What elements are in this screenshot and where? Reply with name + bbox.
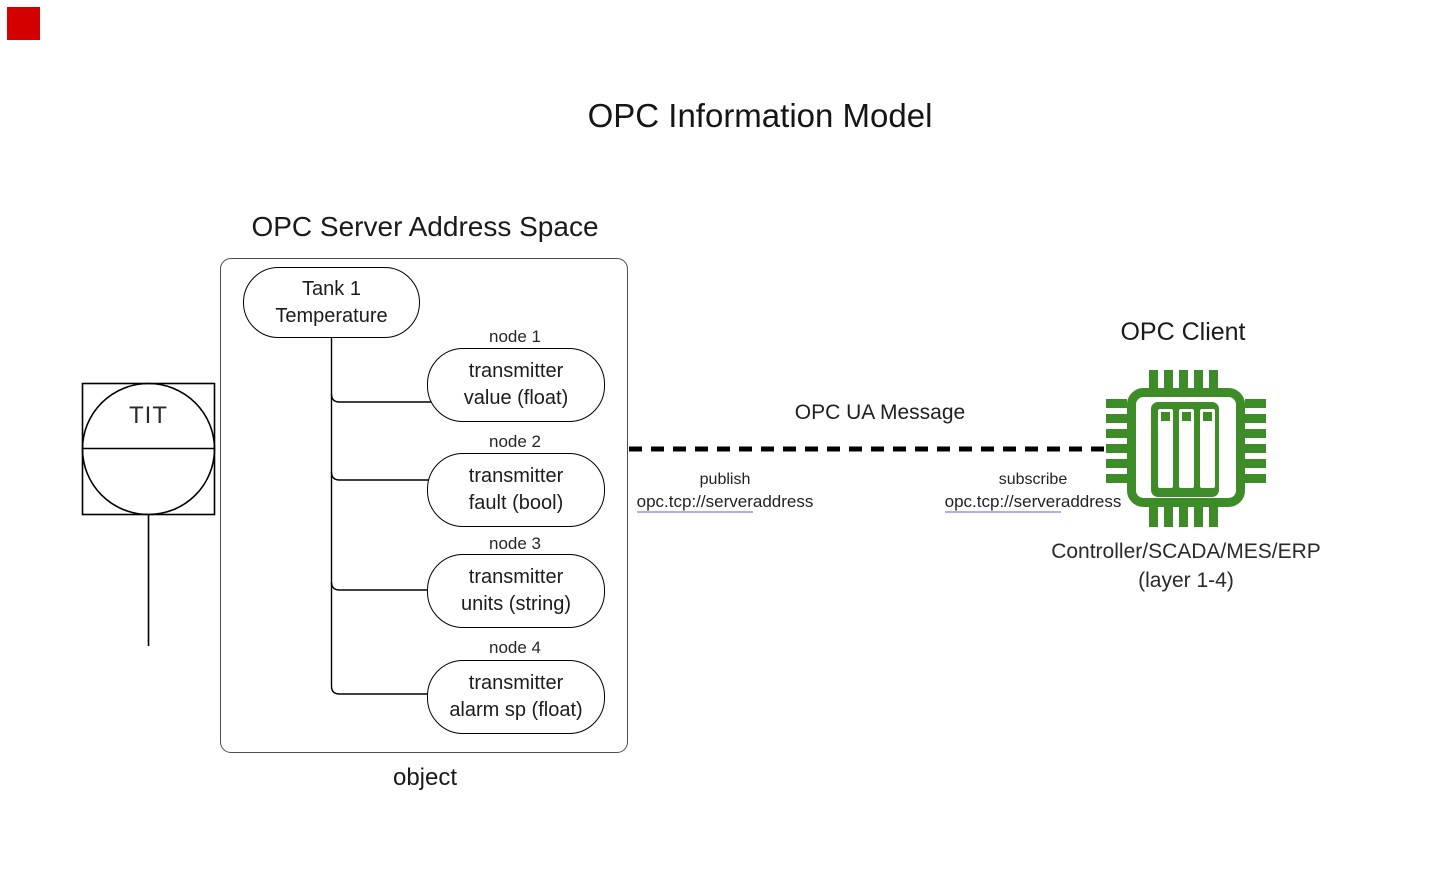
client-caption-line2: (layer 1-4) — [1138, 569, 1234, 592]
publish-endpoint: publish opc.tcp://serveraddress — [625, 471, 825, 513]
tree-connector-lines — [330, 336, 440, 695]
subscribe-url: opc.tcp://serveraddress — [933, 492, 1133, 513]
subscribe-endpoint: subscribe opc.tcp://serveraddress — [933, 471, 1133, 513]
node4-line2: alarm sp (float) — [449, 699, 583, 721]
address-space-heading: OPC Server Address Space — [251, 211, 599, 242]
node1-tag: node 1 — [489, 327, 541, 346]
client-heading: OPC Client — [1120, 318, 1246, 346]
subscribe-url-link[interactable]: opc.tcp://server — [944, 492, 1061, 513]
object-label: object — [392, 764, 458, 791]
publish-url: opc.tcp://serveraddress — [625, 492, 825, 513]
node1-line2: value (float) — [463, 387, 569, 409]
node1-pill: transmitter value (float) — [427, 348, 605, 422]
node2-line2: fault (bool) — [468, 492, 564, 514]
node3-line1: transmitter — [468, 566, 564, 588]
client-caption: Controller/SCADA/MES/ERP (layer 1-4) — [1016, 537, 1356, 595]
node2-pill: transmitter fault (bool) — [427, 453, 605, 527]
tank-temperature-node: Tank 1 Temperature — [243, 267, 420, 338]
instrument-symbol — [81, 382, 216, 646]
node4-pill: transmitter alarm sp (float) — [427, 660, 605, 734]
red-indicator-square — [7, 7, 40, 40]
chip-icon — [1106, 370, 1266, 527]
node3-tag: node 3 — [489, 534, 541, 553]
node4-tag: node 4 — [489, 638, 541, 657]
page-title: OPC Information Model — [587, 97, 933, 134]
publish-caption: publish — [699, 471, 751, 488]
node4-line1: transmitter — [468, 672, 564, 694]
node2-tag: node 2 — [489, 432, 541, 451]
node3-line2: units (string) — [460, 593, 572, 615]
tank-label-line2: Temperature — [275, 304, 388, 327]
message-title: OPC UA Message — [794, 401, 966, 424]
address-space-box — [220, 258, 628, 753]
client-caption-line1: Controller/SCADA/MES/ERP — [1051, 540, 1321, 563]
subscribe-url-rest: address — [1060, 492, 1122, 511]
subscribe-caption: subscribe — [998, 471, 1068, 488]
node1-line1: transmitter — [468, 360, 564, 382]
node3-pill: transmitter units (string) — [427, 554, 605, 628]
publish-url-rest: address — [752, 492, 814, 511]
tank-label-line1: Tank 1 — [302, 277, 361, 300]
node2-line1: transmitter — [468, 465, 564, 487]
instrument-tag-label: TIT — [129, 402, 168, 429]
publish-url-link[interactable]: opc.tcp://server — [636, 492, 753, 513]
